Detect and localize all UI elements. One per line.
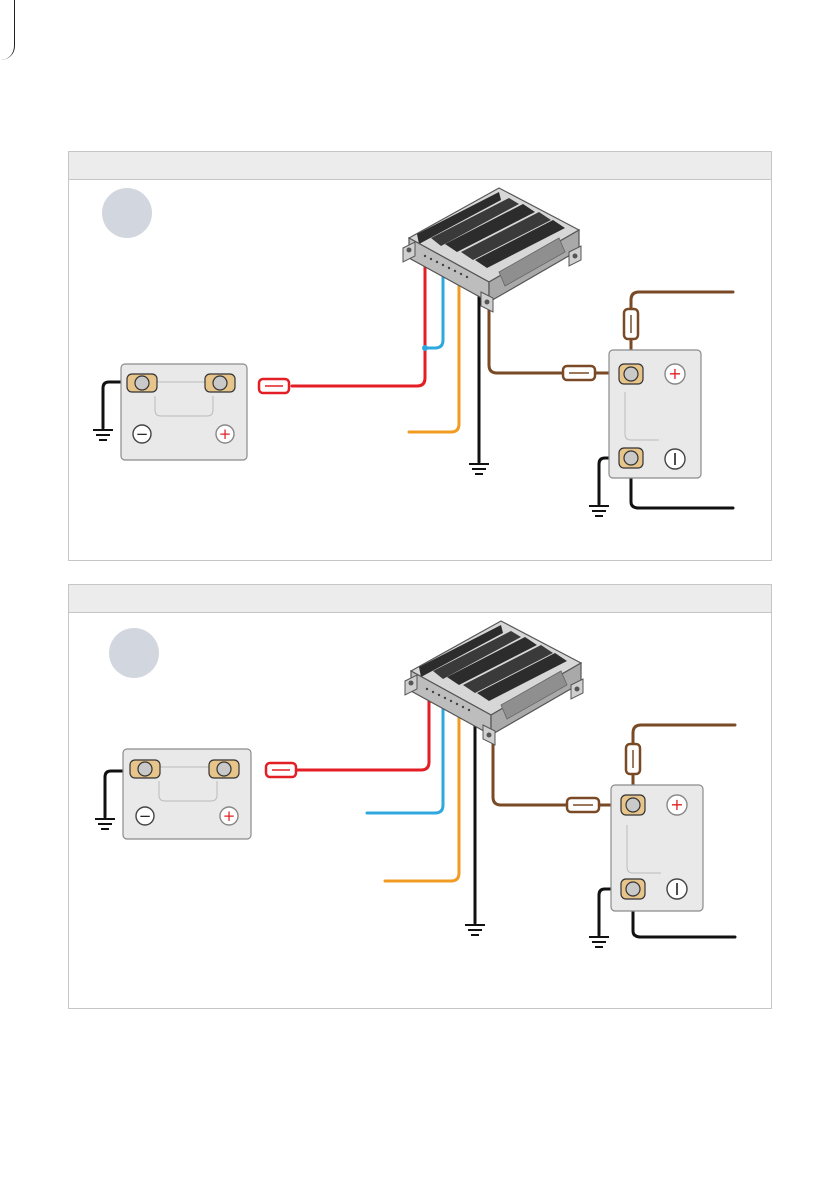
brown-wire [493, 735, 567, 805]
wiring-diagram-2: − + + [69, 585, 771, 1008]
blue-wire [367, 703, 443, 813]
wiring-panel-2: − + + [68, 584, 772, 1009]
terminal-clamp-icon [205, 374, 235, 392]
ground-icon [589, 506, 609, 516]
orange-wire [385, 709, 459, 881]
terminal-clamp-icon [619, 364, 643, 384]
brown-wire [489, 302, 619, 373]
wiring-panel-1: − + + [68, 151, 772, 561]
red-wire [296, 699, 429, 770]
page-edge-mark [0, 0, 15, 60]
positive-symbol: + [223, 807, 236, 825]
ground-icon [589, 937, 609, 947]
positive-symbol: + [670, 795, 683, 814]
negative-symbol: − [139, 807, 152, 825]
terminal-clamp-icon [619, 448, 643, 468]
terminal-clamp-icon [209, 760, 239, 778]
ground-icon [469, 464, 489, 474]
wire-junction [422, 345, 428, 351]
ground-icon [465, 925, 485, 935]
terminal-clamp-icon [130, 760, 160, 778]
dc-charger-icon [405, 621, 583, 745]
terminal-clamp-icon [621, 795, 645, 815]
wiring-diagram-1: − + + [69, 152, 771, 560]
ground-icon [93, 430, 113, 440]
blue-wire [425, 264, 443, 348]
terminal-clamp-icon [127, 374, 157, 392]
negative-symbol: − [136, 425, 149, 443]
positive-symbol: + [219, 425, 232, 443]
terminal-clamp-icon [621, 879, 645, 899]
positive-symbol: + [668, 364, 681, 383]
orange-wire [409, 270, 459, 432]
ground-icon [95, 819, 115, 829]
dc-charger-icon [403, 188, 581, 312]
red-wire [292, 262, 425, 386]
